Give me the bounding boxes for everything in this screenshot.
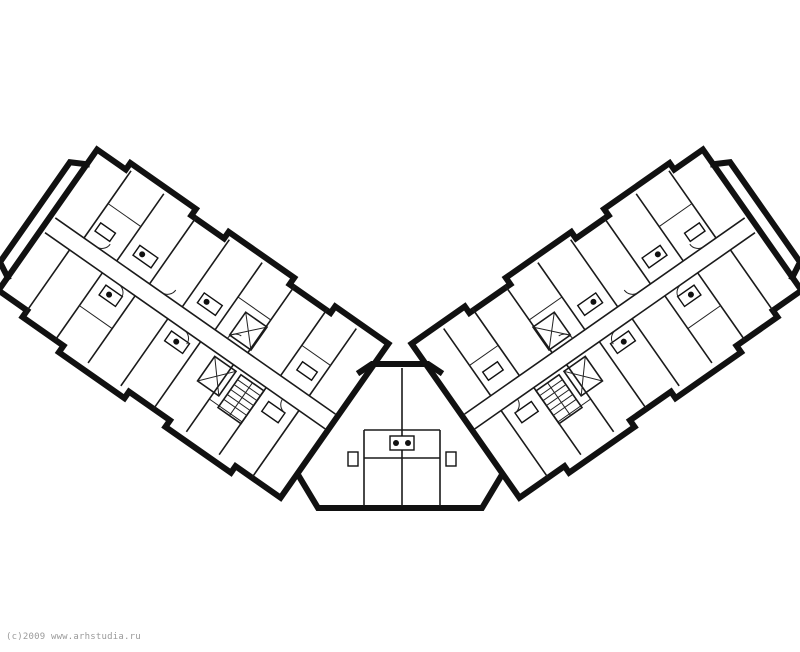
- bathroom-fixtures: [481, 221, 706, 424]
- right-wing-exterior-wall: [407, 145, 800, 502]
- door-swings: [96, 243, 286, 414]
- end-bay-window: [0, 159, 91, 282]
- central-junction: [295, 361, 505, 511]
- staircase: [535, 373, 584, 425]
- right-wing: [407, 145, 800, 502]
- left-wing: [0, 145, 393, 502]
- junction-fixtures: [347, 435, 457, 467]
- staircase: [216, 373, 265, 425]
- end-bay-window: [709, 159, 800, 282]
- elevator-shaft: [531, 311, 604, 398]
- corridor-wall: [54, 217, 336, 415]
- door-swings: [514, 243, 704, 414]
- copyright-watermark: (c)2009 www.arhstudia.ru: [6, 632, 141, 642]
- corridor-wall: [464, 217, 746, 415]
- room-partitions-upper: [443, 170, 717, 397]
- room-partitions-lower: [500, 249, 776, 479]
- junction-courtyard-wall: [355, 361, 445, 377]
- junction-exterior-wall: [295, 473, 505, 511]
- left-wing-exterior-wall: [0, 145, 393, 502]
- room-partitions-upper: [83, 170, 357, 397]
- room-partitions-lower: [24, 249, 300, 479]
- bathroom-fixtures: [94, 221, 319, 424]
